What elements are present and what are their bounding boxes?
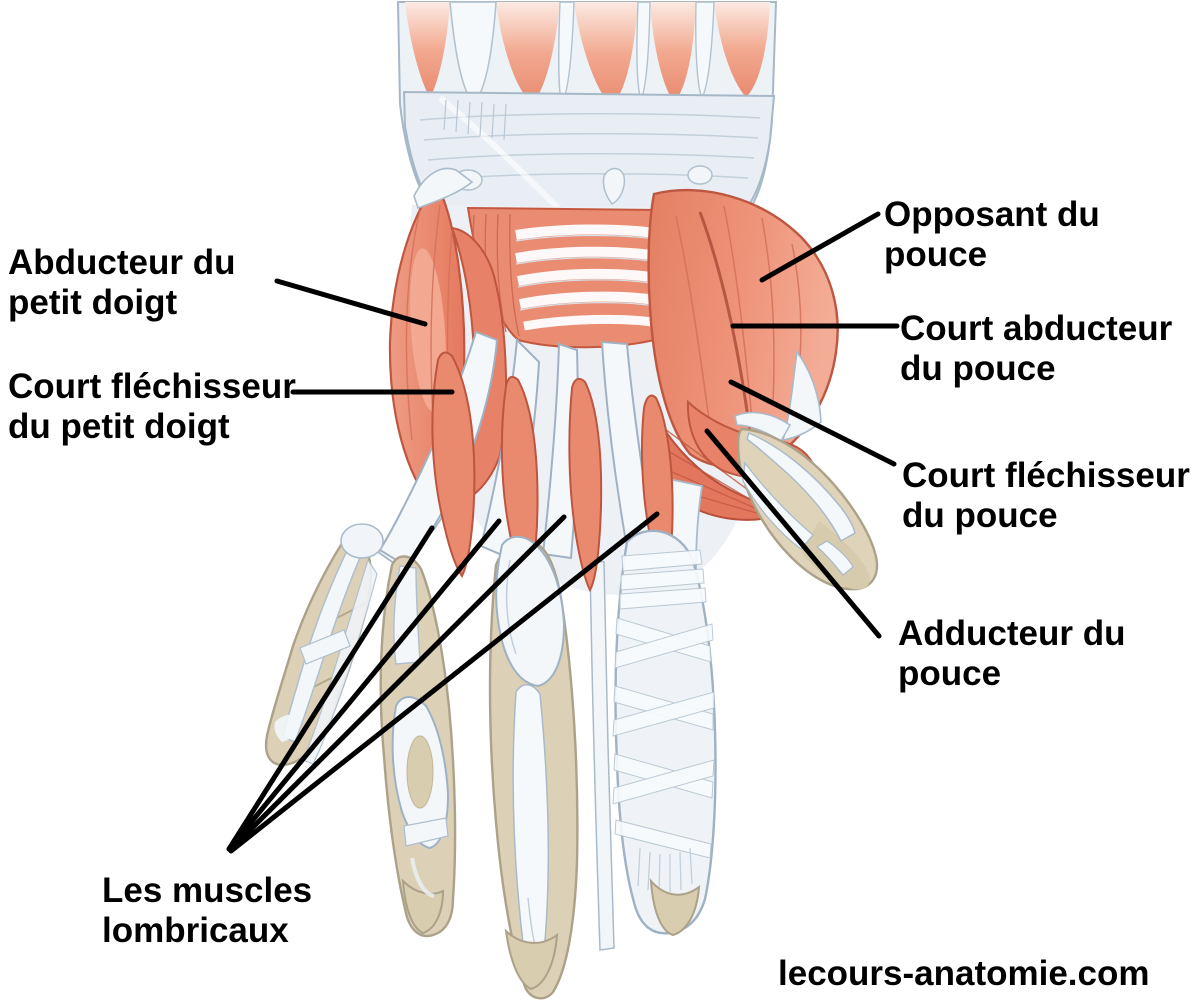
flexor-tendons [378, 330, 704, 951]
pointer-lombricaux-4 [228, 511, 660, 854]
pointer-opposant-pouce [759, 211, 881, 283]
little-finger [264, 523, 384, 767]
pointer-lombricaux-2 [226, 518, 502, 852]
ring-finger [379, 555, 457, 938]
pointer-lines [226, 211, 900, 854]
label-les-muscles-lombricaux: Les muscles lombricaux [102, 871, 313, 950]
pointer-adducteur-pouce [704, 428, 882, 639]
interossei-aponeurosis [466, 206, 670, 349]
label-adducteur-pouce: Adducteur du pouce [898, 614, 1126, 693]
label-court-flechisseur-pouce: Court fléchisseur du pouce [902, 456, 1190, 535]
label-opposant-pouce: Opposant du pouce [884, 195, 1100, 274]
pointer-lombricaux-1 [226, 525, 435, 852]
pointer-abducteur-petit-doigt [274, 278, 428, 327]
thumb [734, 411, 879, 591]
label-abducteur-petit-doigt: Abducteur du petit doigt [8, 243, 236, 322]
pointer-lombricaux-3 [227, 514, 567, 853]
watermark-site-name: lecours-anatomie.com [778, 954, 1150, 993]
label-court-abducteur-pouce: Court abducteur du pouce [900, 309, 1173, 388]
middle-finger [488, 535, 579, 1000]
index-finger [612, 529, 717, 937]
wrist-forearm [396, 0, 778, 215]
lumbrical-1 [431, 351, 476, 578]
label-court-flechisseur-petit-doigt: Court fléchisseur du petit doigt [8, 367, 296, 446]
pointer-court-flechisseur-pouce [728, 379, 897, 467]
